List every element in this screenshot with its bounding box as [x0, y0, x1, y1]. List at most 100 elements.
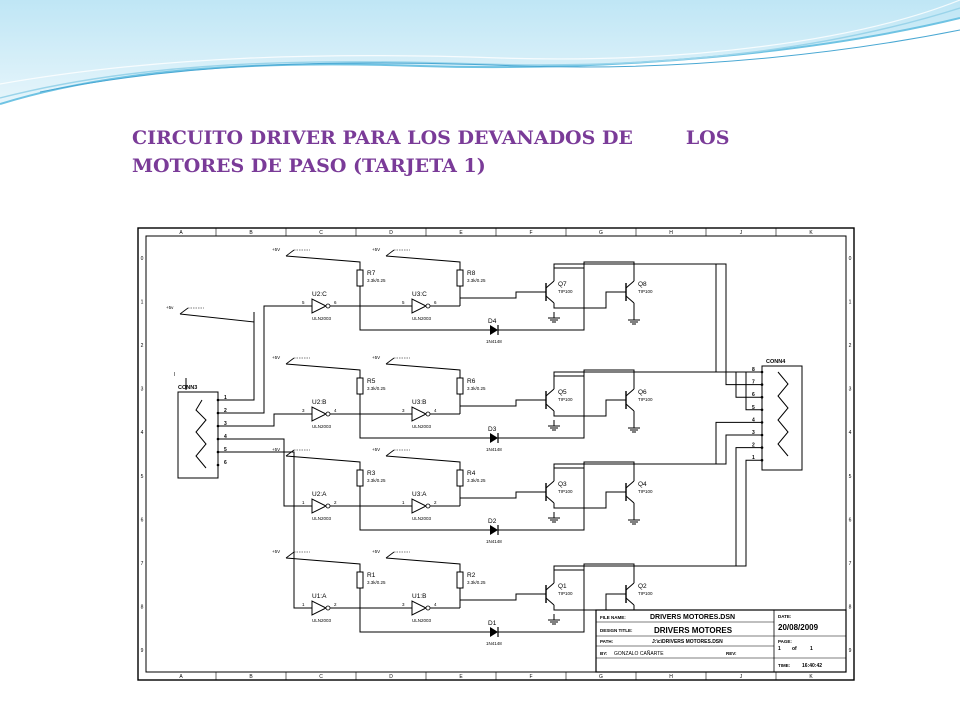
- gate-pin-in: 5: [302, 300, 305, 305]
- conn3-ground-mark: I: [174, 372, 175, 378]
- resistor-body: [356, 469, 364, 487]
- wire: [583, 461, 635, 481]
- gate-pin-in: 3: [402, 408, 405, 413]
- tb-page-label: PAGE:: [778, 639, 792, 644]
- frame-column-label: C: [319, 230, 323, 236]
- diode-ref: D2: [488, 518, 497, 525]
- transistor-ref: Q4: [638, 481, 647, 488]
- gate-part: ULN2003: [412, 316, 432, 321]
- conn4-pin-label: 2: [752, 443, 755, 449]
- wire: [218, 438, 312, 507]
- conn4-pin-label: 8: [752, 367, 755, 373]
- frame-row-label: 8: [849, 605, 852, 611]
- supply-5v-symbol: [285, 357, 295, 365]
- wire: [218, 451, 312, 609]
- gate-ref: U3:B: [412, 399, 426, 406]
- gate-pin-in: 1: [302, 602, 305, 607]
- conn4-pin-dot: [760, 421, 764, 424]
- header-wave-decoration: [0, 0, 960, 105]
- conn3-zigzag: [195, 399, 207, 469]
- resistor-body: [456, 469, 464, 487]
- tb-time-label: TIME:: [778, 663, 791, 668]
- wire: [459, 291, 536, 306]
- supply-5v-symbol: [385, 551, 395, 559]
- gate-ref: U1:B: [412, 593, 426, 600]
- inverter-gate: [311, 298, 328, 314]
- frame-row-label: 3: [141, 387, 144, 393]
- resistor-body: [456, 571, 464, 589]
- conn3-pin-label: 6: [224, 460, 227, 466]
- wire: [553, 569, 584, 583]
- frame-row-label: 7: [849, 561, 852, 567]
- gate-pin-out: 2: [434, 500, 437, 505]
- frame-column-label: H: [669, 674, 673, 680]
- frame-row-label: 6: [849, 517, 852, 523]
- inverter-bubble: [325, 605, 331, 611]
- conn4-pin-label: 5: [752, 405, 755, 411]
- wire: [498, 376, 585, 439]
- inverter-gate: [411, 600, 428, 616]
- transistor-emitter: [545, 597, 555, 606]
- inverter-bubble: [425, 303, 431, 309]
- tb-file-name-label: FILE NAME:: [600, 615, 626, 620]
- frame-row-label: 9: [849, 648, 852, 654]
- gate-pin-in: 3: [402, 602, 405, 607]
- supply-5v-label: +5V: [272, 549, 280, 554]
- conn4-pin-label: 7: [752, 380, 755, 386]
- wire: [385, 363, 461, 378]
- tb-design-title: DRIVERS MOTORES: [654, 626, 733, 635]
- gate-ref: U3:C: [412, 291, 427, 298]
- wire: [285, 255, 361, 270]
- transistor-part: TIP100: [638, 289, 653, 294]
- diode-part: 1N4148: [486, 447, 502, 452]
- frame-column-label: B: [249, 674, 253, 680]
- wire: [218, 413, 312, 427]
- transistor-collector: [625, 388, 635, 397]
- frame-column-label: K: [809, 230, 813, 236]
- wire: [633, 263, 762, 386]
- resistor-value: 3.3k/0.25: [467, 386, 486, 391]
- wire: [633, 459, 762, 570]
- frame-column-label: C: [319, 674, 323, 680]
- resistor-value: 3.3k/0.25: [367, 278, 386, 283]
- transistor-emitter: [545, 403, 555, 412]
- wire: [218, 305, 312, 414]
- conn3-label: CONN3: [178, 385, 197, 391]
- tb-page-of: of: [792, 646, 797, 652]
- wire: [553, 263, 762, 373]
- wire: [498, 268, 585, 331]
- wire: [553, 447, 762, 570]
- wire: [285, 363, 361, 378]
- diode-body: [490, 433, 498, 443]
- wire: [459, 593, 536, 608]
- resistor-ref: R5: [367, 378, 376, 385]
- supply-5v-label: +5V: [372, 355, 380, 360]
- supply-5v-symbol: [385, 249, 395, 257]
- frame-column-label: D: [389, 674, 393, 680]
- transistor-collector: [545, 582, 555, 591]
- frame-row-label: 6: [141, 517, 144, 523]
- frame-column-label: E: [459, 674, 463, 680]
- supply-5v-symbol: [285, 551, 295, 559]
- conn3-pin-dot: [216, 450, 220, 454]
- frame-column-label: K: [809, 674, 813, 680]
- wire: [553, 491, 616, 509]
- transistor-ref: Q2: [638, 583, 647, 590]
- gate-part: ULN2003: [312, 424, 332, 429]
- conn4-pin-label: 6: [752, 392, 755, 398]
- frame-column-label: F: [529, 230, 532, 236]
- gate-pin-out: 4: [434, 408, 437, 413]
- conn3-pin-label: 3: [224, 421, 227, 427]
- frame-column-label: F: [529, 674, 532, 680]
- ground-symbol: [627, 421, 641, 433]
- tb-design-title-label: DESIGN TITLE:: [600, 628, 633, 633]
- tb-rev-label: REV:: [726, 651, 737, 656]
- gate-part: ULN2003: [412, 618, 432, 623]
- frame-column-label: A: [179, 674, 183, 680]
- frame-column-label: D: [389, 230, 393, 236]
- supply-5v-symbol: [285, 449, 295, 457]
- gate-ref: U2:A: [312, 491, 327, 498]
